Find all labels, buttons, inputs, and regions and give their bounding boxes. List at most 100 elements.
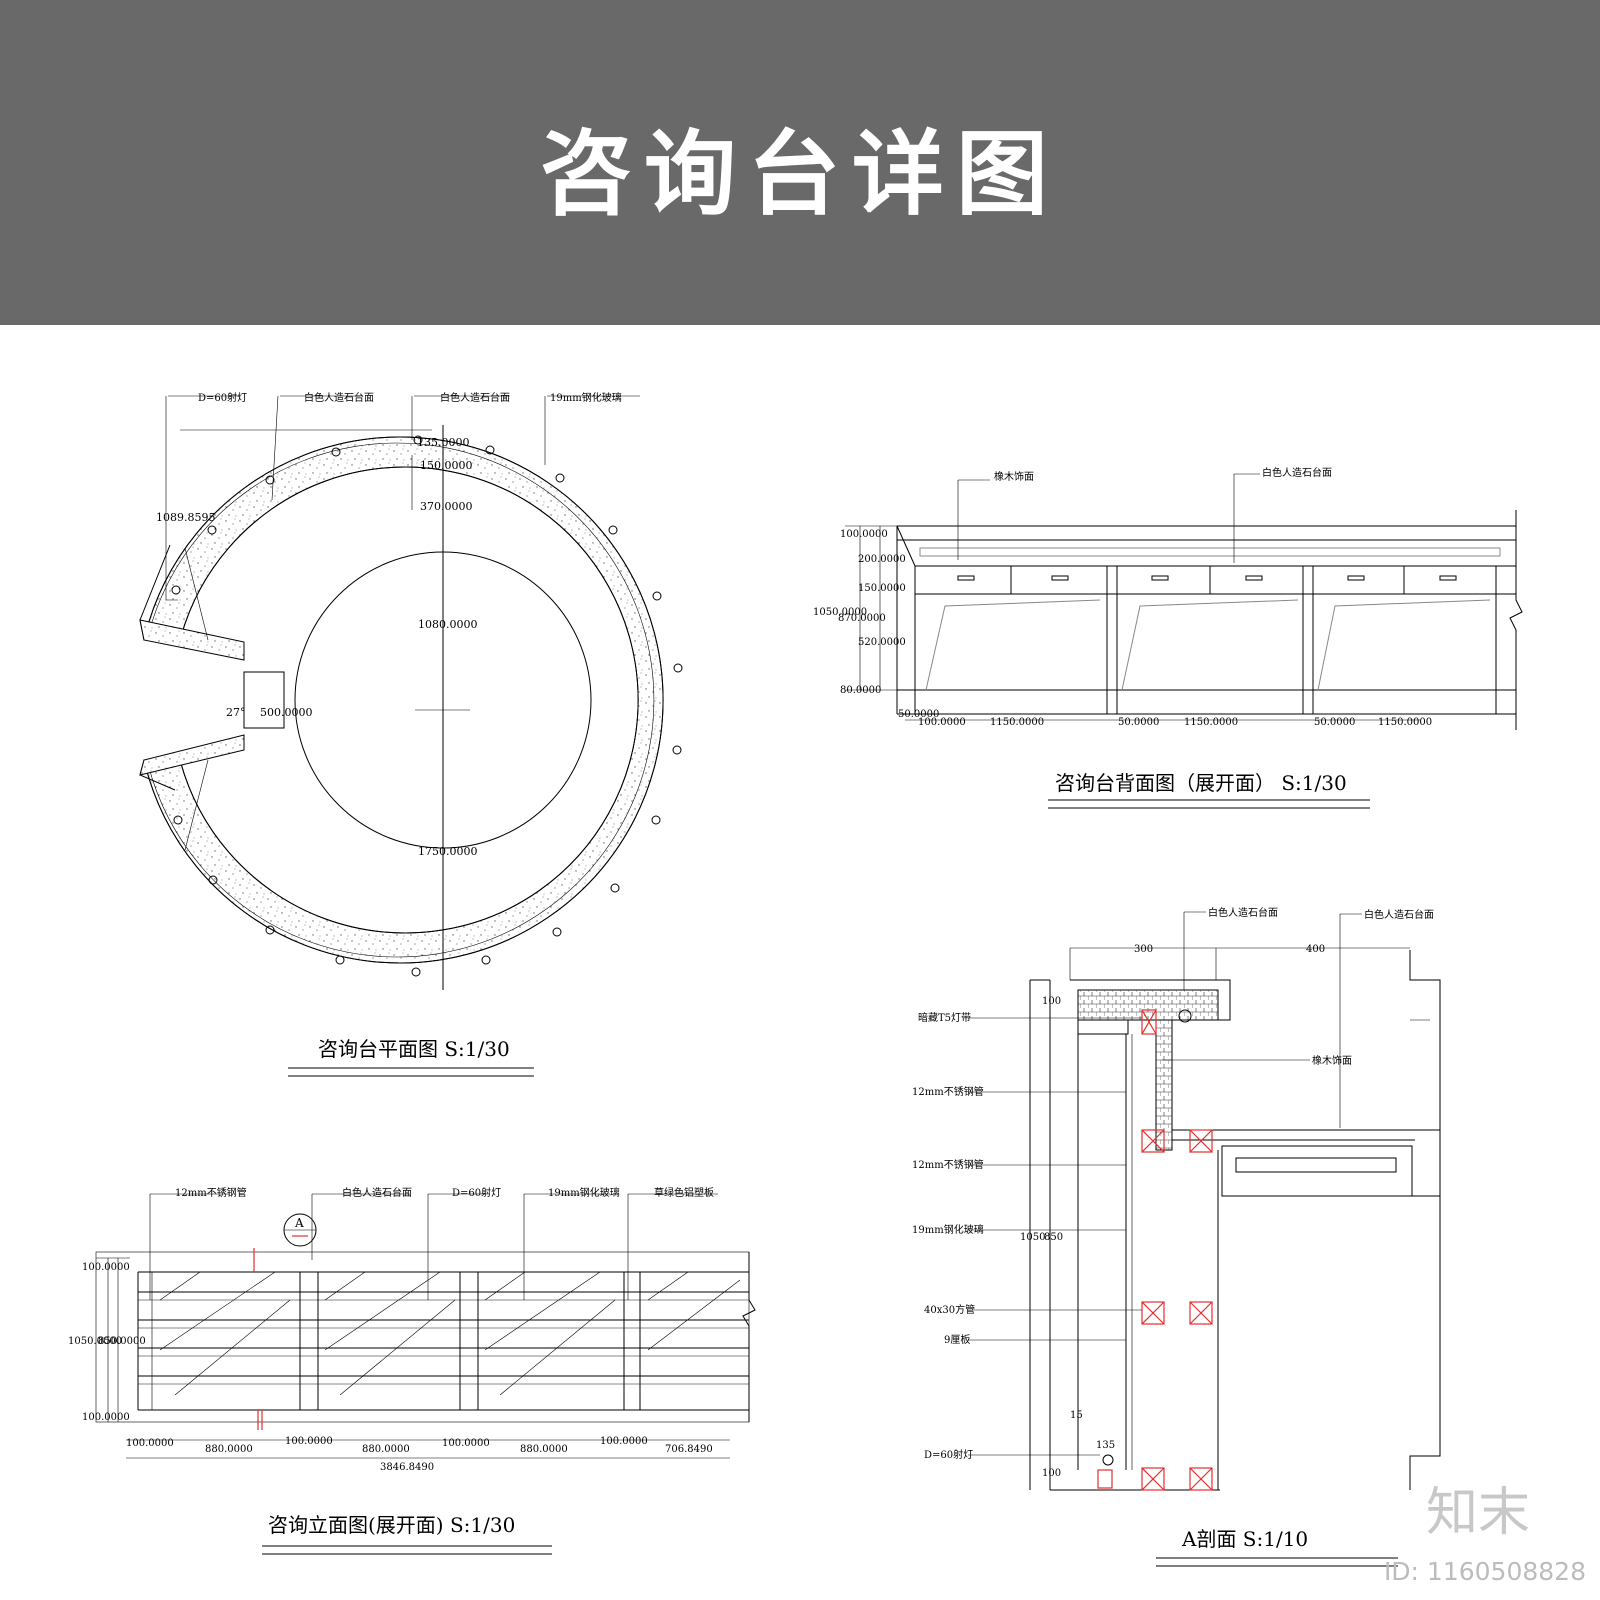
plan-outer-boundary [143, 436, 664, 964]
section-caption: A剖面 S:1/10 [1181, 1527, 1308, 1551]
section-label-led: 暗藏T5灯带 [918, 1011, 971, 1024]
front-dim-100-2: 100.0000 [285, 1436, 333, 1447]
front-dim-1050: 1050.0000 [68, 1336, 122, 1347]
front-dim-total: 3846.8490 [380, 1462, 434, 1473]
front-label-pipe: 12mm不锈钢管 [175, 1186, 247, 1199]
plan-view: D=60射灯 白色人造石台面 白色人造石台面 19mm钢化玻璃 135.0000… [139, 391, 683, 1077]
spotlight-icon [651, 815, 661, 825]
front-label-panel: 草绿色铝塑板 [654, 1186, 714, 1199]
front-dim-100-3: 100.0000 [442, 1438, 490, 1449]
section-dim-300: 300 [1134, 944, 1153, 955]
back-elevation: 橡木饰面 白色人造石台面 100.0000 200.0000 150.0000 … [813, 466, 1523, 809]
back-cabinet-1 [925, 566, 1118, 714]
spotlight-icon [610, 883, 620, 893]
section-label-ply: 9厘板 [944, 1333, 970, 1346]
spotlight-icon [208, 875, 218, 885]
back-label-veneer: 橡木饰面 [994, 470, 1034, 483]
section-red-blocks [1097, 1009, 1213, 1491]
back-dim-50c: 50.0000 [1314, 717, 1355, 728]
brand-logo: 知末 [1425, 1483, 1530, 1543]
section-label-pipe2: 12mm不锈钢管 [912, 1158, 984, 1171]
front-section-mark: A [294, 1216, 304, 1230]
back-dim-870: 870.0000 [838, 613, 886, 624]
plan-inner-ring [179, 466, 639, 934]
section-countertop [1077, 989, 1219, 1021]
plan-dim-1750: 1750.0000 [418, 845, 478, 858]
spotlight-icon [413, 435, 423, 445]
front-dim-100-4: 100.0000 [600, 1436, 648, 1447]
back-dim-80: 80.0000 [840, 685, 881, 696]
plan-dim-1080: 1080.0000 [418, 618, 478, 631]
back-dim-520: 520.0000 [858, 637, 906, 648]
spotlight-icon [265, 475, 275, 485]
spotlight-icon [555, 473, 565, 483]
front-glass-hatch [159, 1271, 741, 1396]
section-label-pipe1: 12mm不锈钢管 [912, 1085, 984, 1098]
back-dim-1150c: 1150.0000 [1378, 717, 1432, 728]
plan-dim-angle: 27° [226, 706, 246, 719]
front-label-stone: 白色人造石台面 [342, 1186, 412, 1199]
back-dim-1150a: 1150.0000 [990, 717, 1044, 728]
spotlight-icon [331, 447, 341, 457]
spotlight-icon [207, 525, 217, 535]
front-dim-880-1: 880.0000 [205, 1444, 253, 1455]
spotlight-icon [552, 927, 562, 937]
plan-dim-150: 150.0000 [420, 459, 473, 472]
plan-dim-135: 135.0000 [417, 436, 470, 449]
front-caption: 咨询立面图(展开面) S:1/30 [268, 1513, 515, 1537]
section-drawer [1221, 1145, 1413, 1197]
spotlight-icon [171, 585, 181, 595]
plan-label-stone-a: 白色人造石台面 [304, 391, 374, 404]
back-caption: 咨询台背面图（展开面） S:1/30 [1055, 771, 1347, 795]
front-dim-880-3: 880.0000 [520, 1444, 568, 1455]
led-icon [1178, 1009, 1192, 1023]
front-dim-880-2: 880.0000 [362, 1444, 410, 1455]
plan-notch-bottom [139, 734, 245, 776]
section-dim-100-top: 100 [1042, 996, 1061, 1007]
back-dim-1050: 1050.0000 [813, 607, 867, 618]
front-dim-706: 706.8490 [665, 1444, 713, 1455]
spotlight-icon [673, 663, 683, 673]
spotlight-icon [335, 955, 345, 965]
back-dim-200: 200.0000 [858, 554, 906, 565]
section-label-stone-b: 白色人造石台面 [1364, 908, 1434, 921]
section-dim-15: 15 [1070, 1410, 1083, 1421]
front-dim-850: 850.0000 [98, 1336, 146, 1347]
front-label-glass: 19mm钢化玻璃 [548, 1186, 620, 1199]
page-title: 咨询台详图 [539, 121, 1060, 228]
spotlight-icon [265, 925, 275, 935]
section-dim-100-bottom: 100 [1042, 1468, 1061, 1479]
plan-notch-top [139, 619, 245, 661]
section-dim-400: 400 [1306, 944, 1325, 955]
plan-caption: 咨询台平面图 S:1/30 [318, 1037, 510, 1061]
spotlight-icon [652, 591, 662, 601]
section-label-spot: D=60射灯 [924, 1449, 973, 1461]
back-dim-50b: 50.0000 [1118, 717, 1159, 728]
front-dim-100-1: 100.0000 [126, 1438, 174, 1449]
section-dim-850: 850 [1044, 1232, 1063, 1243]
spotlight-icon [173, 815, 183, 825]
back-cabinet-3 [1317, 566, 1497, 714]
spotlight-icon [411, 967, 421, 977]
plan-outer-ring [143, 436, 664, 964]
back-cabinet-2 [1121, 566, 1314, 714]
section-dim-135: 135 [1096, 1440, 1115, 1451]
front-elevation: A 12mm不锈钢管 白色人造石台面 D=60射灯 19mm钢化玻璃 草绿色铝塑… [68, 1186, 756, 1555]
section-label-stone-a: 白色人造石台面 [1208, 906, 1278, 919]
spotlight-icon [485, 445, 495, 455]
section-label-glass: 19mm钢化玻璃 [912, 1223, 984, 1236]
image-id-label: ID: 1160508828 [1383, 1557, 1586, 1586]
plan-opening [243, 671, 285, 729]
plan-label-glass: 19mm钢化玻璃 [550, 391, 622, 404]
back-dim-100w: 100.0000 [918, 717, 966, 728]
back-dim-100: 100.0000 [840, 529, 888, 540]
spotlight-icon [672, 745, 682, 755]
title-banner: 咨询台详图 [0, 0, 1600, 325]
section-dim-1050: 1050 [1020, 1232, 1045, 1243]
spotlight-icon [608, 525, 618, 535]
back-dim-50a: 50.0000 [898, 709, 939, 720]
front-dim-100-top: 100.0000 [82, 1262, 130, 1273]
spotlight-icon [481, 955, 491, 965]
plan-dim-500: 500.0000 [260, 706, 313, 719]
